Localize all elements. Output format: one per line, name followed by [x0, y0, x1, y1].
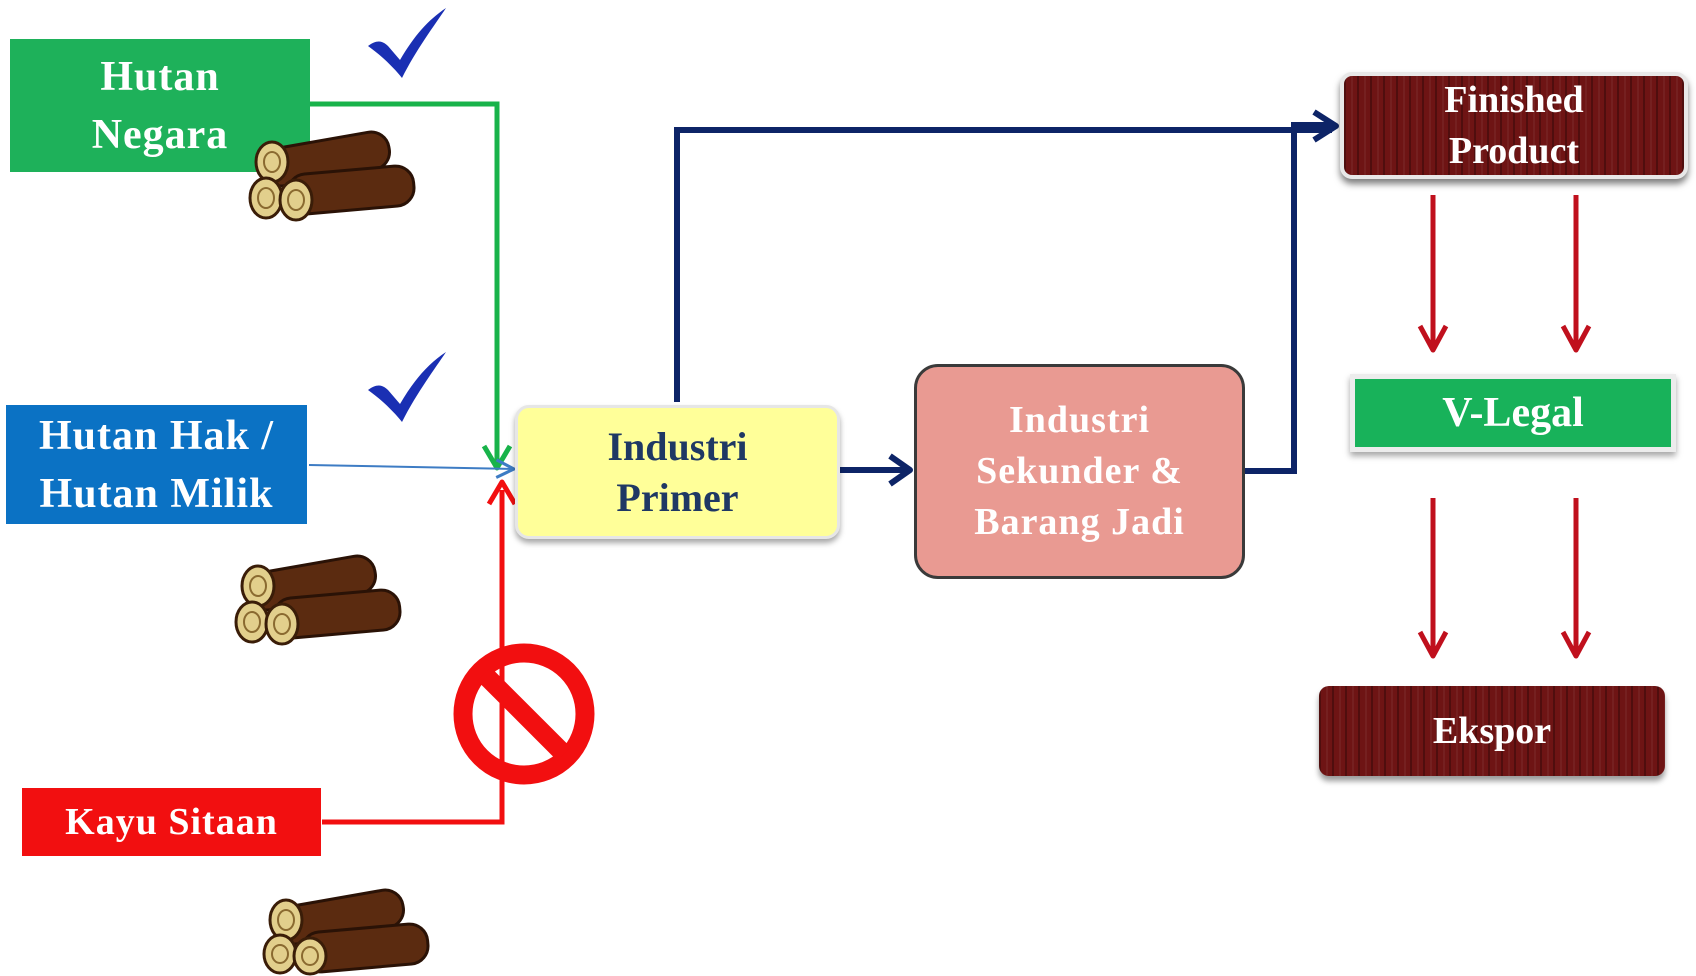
arrow-head-navy-1	[888, 453, 913, 487]
arrow-kayu-sitaan-to-primer	[322, 490, 505, 825]
prohibited-icon	[453, 643, 595, 785]
arrow-hutan-hak-to-primer	[308, 465, 514, 469]
hutan-hak-box: Hutan Hak / Hutan Milik	[6, 405, 307, 524]
ekspor-label: Ekspor	[1432, 710, 1552, 752]
arrow-head-red	[486, 479, 518, 506]
arrows-vlegal-to-ekspor	[1417, 498, 1592, 659]
arrow-hutan-negara-to-primer	[310, 101, 500, 468]
log-pile-icon	[262, 888, 430, 976]
industri-primer-box: Industri Primer	[515, 405, 840, 539]
finished-product-line2: Product	[1448, 129, 1580, 172]
v-legal-box: V-Legal	[1350, 374, 1676, 452]
industri-primer-line2: Primer	[616, 475, 739, 520]
check-icon	[368, 8, 446, 78]
arrow-primer-to-finished	[674, 127, 1332, 402]
hutan-negara-box: Hutan Negara	[10, 39, 310, 172]
finished-product-box: Finished Product	[1340, 72, 1688, 179]
log-pile-icon	[248, 130, 416, 222]
finished-product-line1: Finished	[1444, 78, 1584, 121]
industri-sekunder-line2: Sekunder &	[976, 450, 1183, 492]
hutan-negara-line2: Negara	[91, 111, 229, 158]
arrow-head-navy-2	[1312, 109, 1339, 143]
v-legal-label: V-Legal	[1442, 390, 1584, 436]
check-icon	[368, 352, 446, 422]
industri-primer-line1: Industri	[607, 424, 748, 469]
kayu-sitaan-box: Kayu Sitaan	[22, 788, 321, 856]
ekspor-box: Ekspor	[1319, 686, 1665, 776]
arrows-finished-to-vlegal	[1417, 195, 1592, 353]
arrow-sekunder-to-finished	[1245, 122, 1332, 474]
hutan-negara-line1: Hutan	[100, 53, 220, 100]
industri-sekunder-line3: Barang Jadi	[974, 501, 1185, 543]
hutan-hak-line2: Hutan Milik	[39, 470, 274, 517]
industri-sekunder-box: Industri Sekunder & Barang Jadi	[914, 364, 1245, 579]
log-pile-icon	[234, 554, 402, 646]
hutan-hak-line1: Hutan Hak /	[38, 412, 275, 459]
industri-sekunder-line1: Industri	[1008, 399, 1151, 441]
kayu-sitaan-label: Kayu Sitaan	[65, 801, 278, 843]
